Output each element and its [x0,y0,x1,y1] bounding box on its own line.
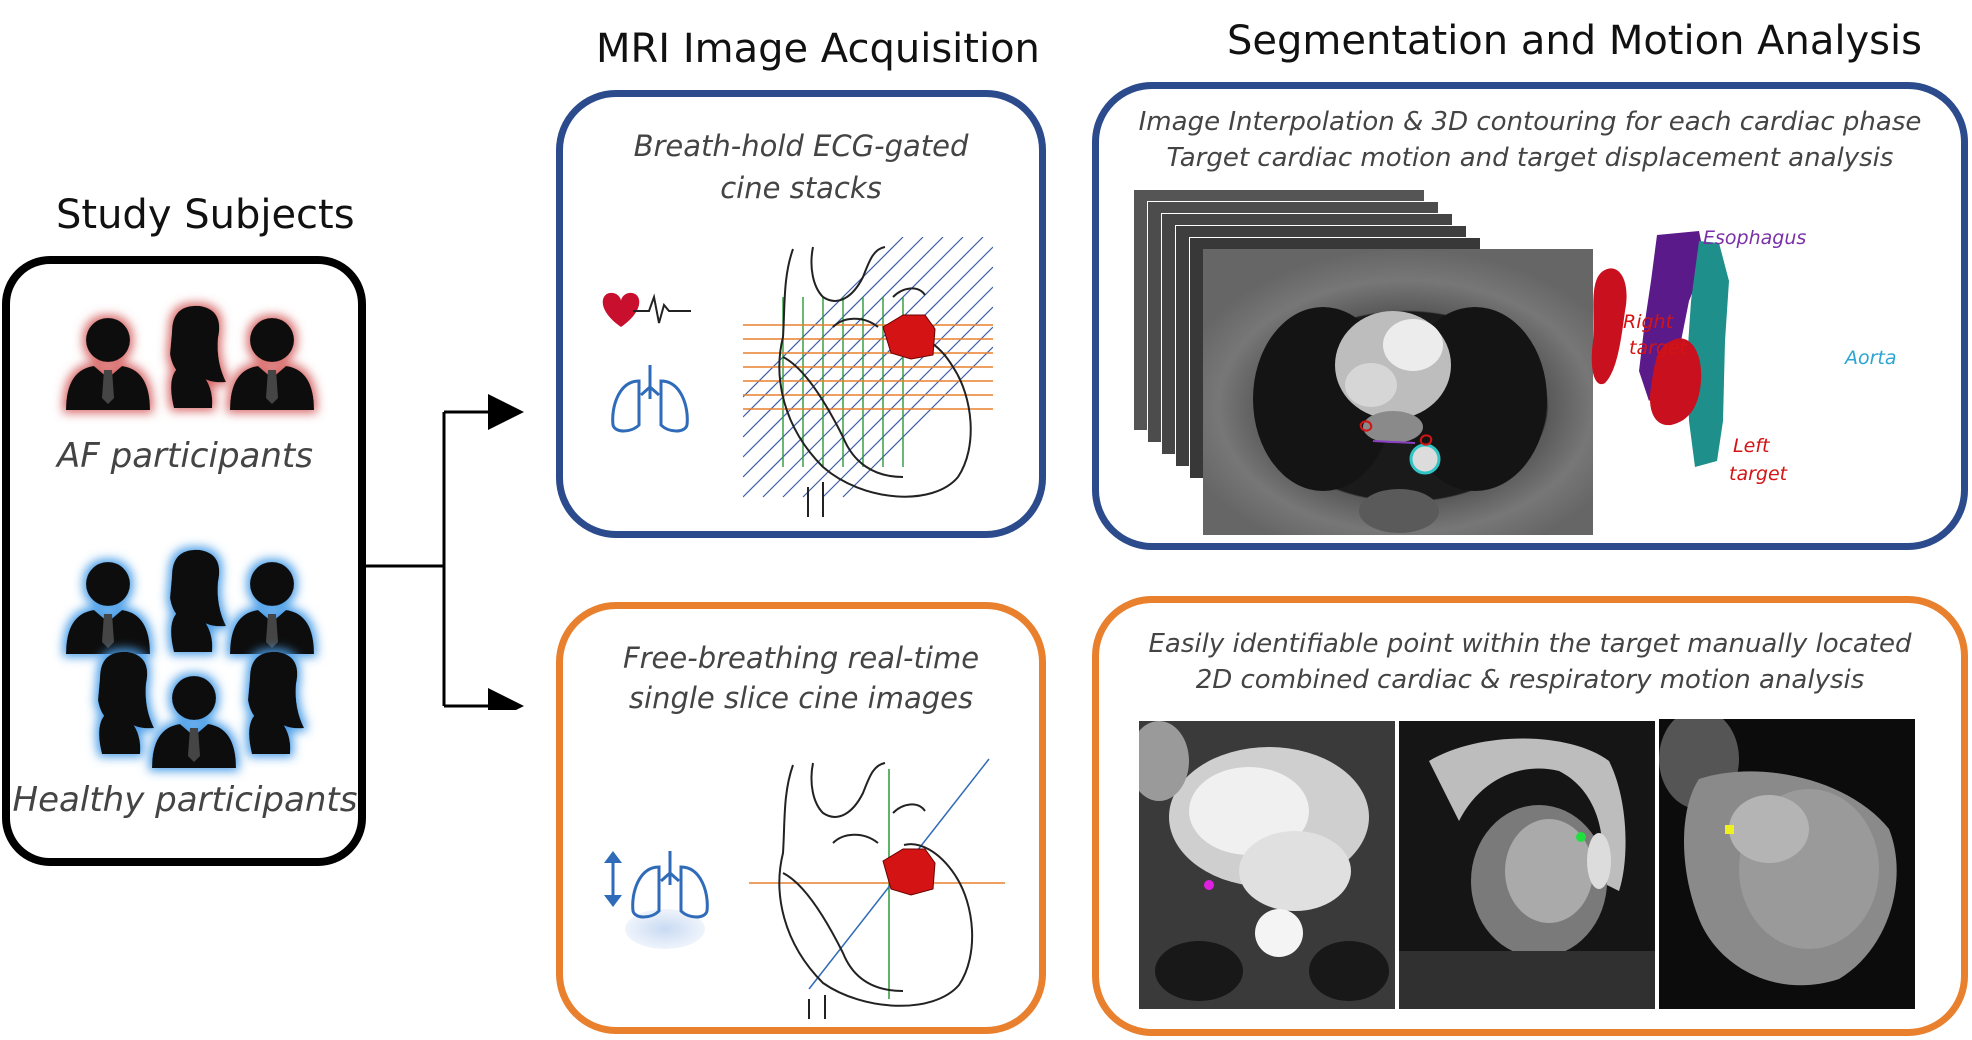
heart-ecg-icon [602,292,691,327]
af-participants-label: AF participants [57,436,313,476]
free-breathing-caption-line1: Free-breathing real-time [622,641,980,675]
right-target-label-2: target [1629,337,1688,359]
axial-mri-slice [1203,249,1593,535]
breath-hold-caption-line1: Breath-hold ECG-gated [633,129,969,163]
mri-stack [1133,189,1593,539]
heart-diagram-icon [749,758,1005,1019]
mri-acquisition-heading: MRI Image Acquisition [596,26,1040,72]
person-male-icon [230,318,314,410]
study-subjects-heading: Study Subjects [56,192,355,238]
lungs-icon [631,851,709,919]
person-female-icon [98,651,154,754]
right-target-label-1: Right [1623,311,1674,333]
study-subjects-box: AF participants Healthy participants [2,256,366,866]
person-female-icon [170,549,226,652]
person-female-icon [248,651,304,754]
healthy-participants-icons [66,549,314,768]
3d-target-render [1591,231,1729,467]
3d-segmentation-box: Image Interpolation & 3D contouring for … [1092,82,1968,550]
2d-caption-line1: Easily identifiable point within the tar… [1148,629,1912,659]
two-chamber-mri [1399,721,1655,1009]
2d-motion-box: Easily identifiable point within the tar… [1092,596,1968,1036]
person-male-icon [152,676,236,768]
breath-hold-caption-line2: cine stacks [720,171,882,205]
3d-caption-line2: Target cardiac motion and target displac… [1166,143,1894,173]
person-female-icon [170,305,226,408]
short-axis-mri [1659,719,1915,1009]
esophagus-label: Esophagus [1703,227,1807,249]
left-target-label-1: Left [1733,435,1770,457]
3d-caption-line1: Image Interpolation & 3D contouring for … [1138,107,1922,137]
person-male-icon [66,562,150,654]
left-target-label-2: target [1729,463,1788,485]
free-breathing-acquisition-box: Free-breathing real-time single slice ci… [556,602,1046,1034]
up-down-arrow-icon [604,851,622,907]
heart-diagram-icon [743,237,993,517]
lungs-icon [611,365,689,433]
person-male-icon [230,562,314,654]
2d-caption-line2: 2D combined cardiac & respiratory motion… [1195,665,1865,695]
connector-arrows [366,394,524,710]
free-breathing-caption-line2: single slice cine images [628,681,974,715]
aorta-label: Aorta [1845,347,1897,369]
segmentation-heading: Segmentation and Motion Analysis [1227,18,1922,64]
four-chamber-mri [1139,721,1395,1009]
breath-hold-acquisition-box: Breath-hold ECG-gated cine stacks [556,90,1046,538]
person-male-icon [66,318,150,410]
healthy-participants-label: Healthy participants [12,780,358,820]
